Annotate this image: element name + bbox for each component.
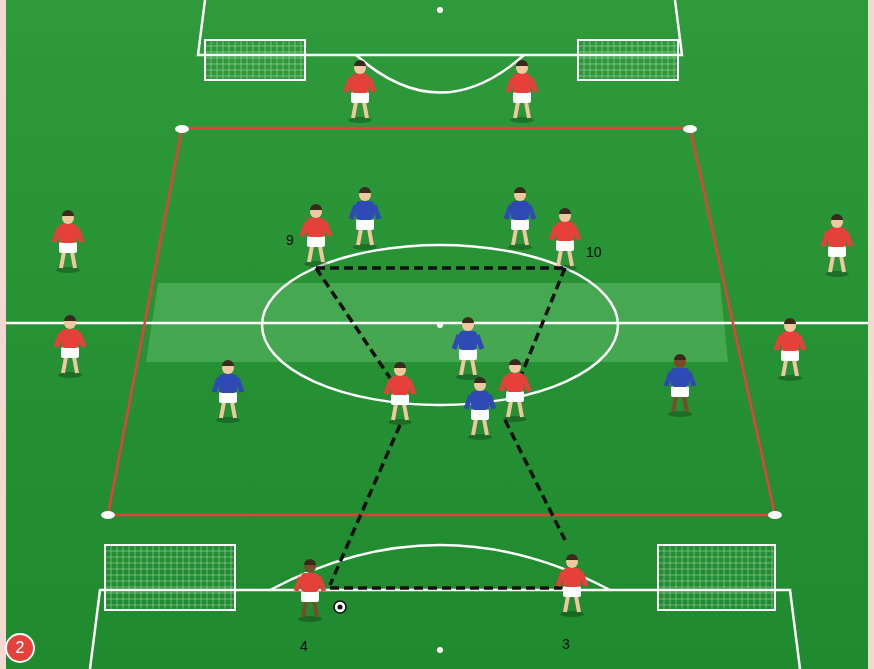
player-figure [508,60,536,123]
player-figure [351,187,379,250]
player-figure [501,359,529,422]
player-figure [56,315,84,378]
player-number: 4 [300,638,308,654]
player-figure [54,210,82,273]
player-figure [666,354,694,417]
player-figure [776,318,804,381]
player-figure [454,317,482,380]
player-figure [551,208,579,271]
player-figure [823,214,851,277]
player-figure [466,377,494,440]
player-figure [346,60,374,123]
player-figure [214,360,242,423]
player-number: 9 [286,232,294,248]
player-figure [558,554,586,617]
player-figure [506,187,534,250]
player-figure [302,204,330,267]
player-figure [296,559,324,622]
step-number: 2 [16,639,25,657]
player-figure [386,362,414,425]
player-number: 10 [586,244,602,260]
player-number: 3 [562,636,570,652]
step-badge: 2 [5,633,35,663]
